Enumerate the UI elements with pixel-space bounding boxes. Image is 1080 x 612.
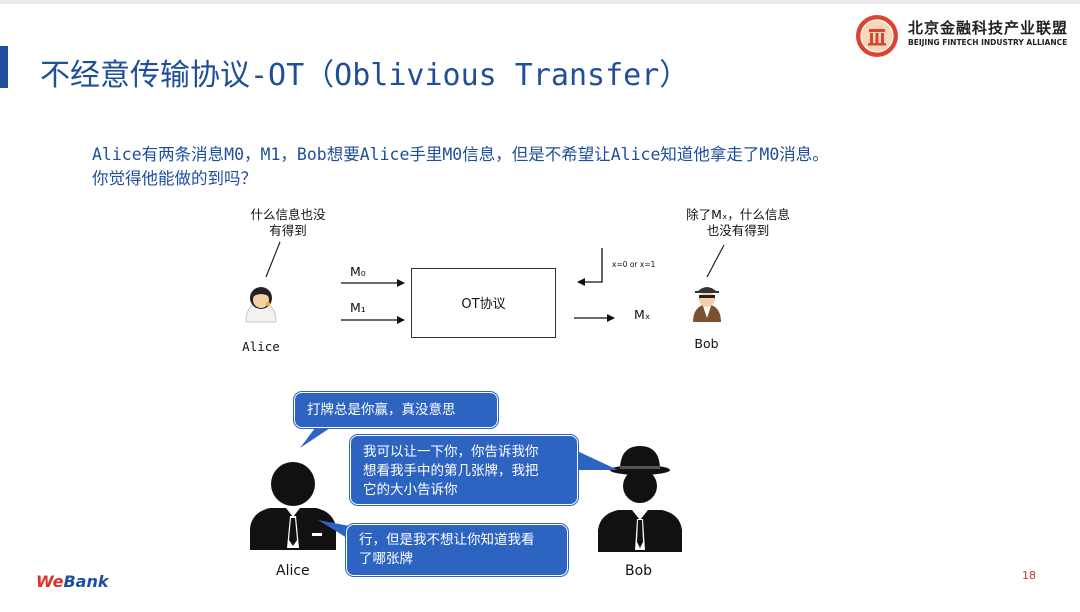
bob-big-name: Bob [625,563,653,579]
ot-protocol-label: OT协议 [461,297,506,312]
alice-note: 什么信息也没 有得到 [250,207,326,238]
ot-protocol-box [411,268,556,338]
title-accent-bar [0,46,8,88]
bob-small-name: Bob [694,336,719,351]
intro-line-2: 你觉得他能做的到吗？ [92,169,257,188]
alice-silhouette-icon [250,462,336,550]
alliance-seal-icon [856,15,898,57]
alice-small-icon [245,287,277,323]
alice-big-name: Alice [276,563,310,579]
alice-small-name: Alice [242,339,280,354]
top-divider [0,0,1080,4]
arrow-choice [577,248,603,286]
output-label: Mₓ [634,307,651,322]
choice-label: x=0 or x=1 [612,260,656,269]
alice-note-pointer [265,241,281,278]
page-number: 18 [1022,569,1036,582]
webank-logo: WeBank [36,572,109,591]
alliance-name-cn: 北京金融科技产业联盟 [908,19,1069,37]
bubble1-tail [300,424,336,448]
speech-bubble-bob: 我可以让一下你，你告诉我你 想看我手中的第几张牌，我把 它的大小告诉你 [350,435,578,505]
alliance-name-en: BEIJING FINTECH INDUSTRY ALLIANCE [908,38,1068,47]
speech-bubble-alice-1: 打牌总是你赢，真没意思 [294,392,498,428]
bob-note-pointer [706,244,725,278]
input-m0-label: M₀ [350,264,366,279]
bubble2-tail [575,450,618,470]
input-m1-label: M₁ [350,300,366,315]
speech-bubble-alice-2: 行，但是我不想让你知道我看 了哪张牌 [346,524,568,576]
intro-line-1: Alice有两条消息M0，M1，Bob想要Alice手里M0信息，但是不希望让A… [92,145,829,164]
intro-text: Alice有两条消息M0，M1，Bob想要Alice手里M0信息，但是不希望让A… [92,143,992,191]
bob-note: 除了Mₓ，什么信息 也没有得到 [686,207,790,238]
bob-small-icon [693,287,721,322]
bob-silhouette-icon [598,446,682,552]
slide-title: 不经意传输协议-OT（Oblivious Transfer） [40,58,690,93]
